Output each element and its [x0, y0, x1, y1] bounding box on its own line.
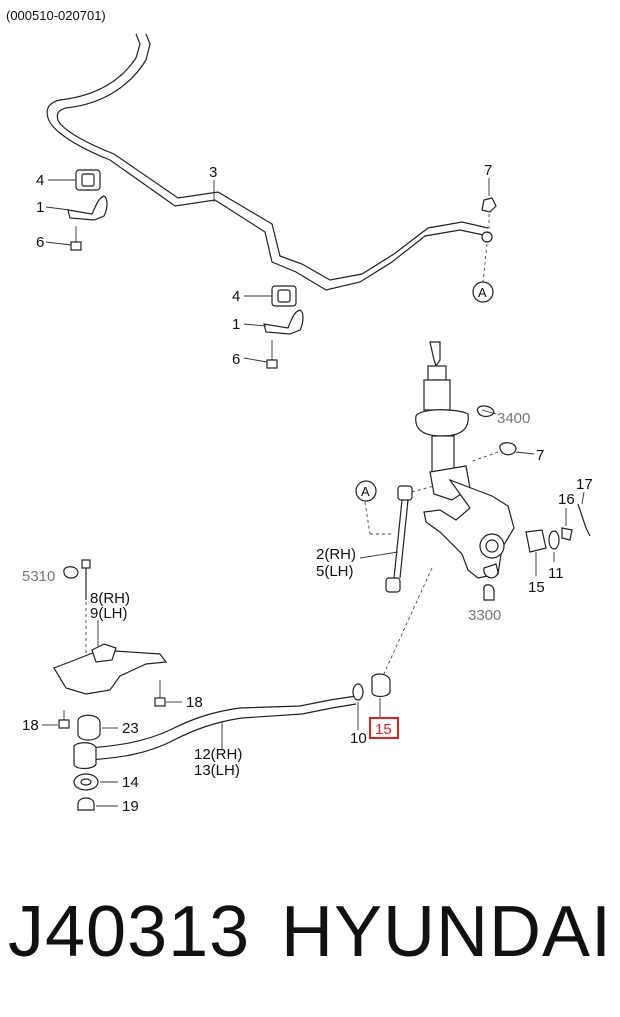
label-14: 14	[122, 774, 139, 791]
label-4-middle: 4	[232, 288, 240, 305]
label-9-lh: 9(LH)	[90, 605, 128, 622]
bracket-middle	[263, 309, 304, 335]
bolt-18-right	[154, 680, 182, 707]
label-17: 17	[576, 476, 593, 493]
label-18-right: 18	[186, 694, 203, 711]
label-11: 11	[548, 565, 564, 582]
bushing-14	[73, 773, 118, 791]
nut-upper	[481, 178, 497, 283]
label-18-left: 18	[22, 717, 39, 734]
highlight-box	[369, 717, 399, 739]
bushing-15	[371, 673, 391, 718]
bolt-middle	[266, 340, 278, 369]
label-3400: 3400	[497, 410, 530, 427]
label-7-lower: 7	[536, 447, 544, 464]
bolt-18-left	[42, 710, 70, 729]
svg-text:A: A	[478, 285, 487, 300]
strut-bar	[73, 695, 357, 770]
label-4-upper: 4	[36, 172, 44, 189]
reference-a-middle: A	[355, 480, 377, 502]
nut-16	[561, 508, 573, 541]
cotter-pin-17	[577, 491, 591, 537]
stabilizer-bar	[46, 33, 493, 291]
label-6-upper: 6	[36, 234, 44, 251]
label-5-lh: 5(LH)	[316, 563, 354, 580]
nut-lower	[469, 442, 535, 463]
label-3: 3	[209, 164, 217, 181]
stabilizer-link	[385, 485, 413, 593]
label-10: 10	[350, 730, 367, 747]
label-5310: 5310	[22, 568, 55, 585]
label-1-upper: 1	[36, 199, 44, 216]
label-6-middle: 6	[232, 351, 240, 368]
footer-caption: J40313 HYUNDAI	[8, 882, 612, 982]
label-15-highlighted: 15	[375, 721, 392, 738]
bushing-middle	[271, 285, 297, 307]
label-12-rh: 12(RH)	[194, 746, 242, 763]
header-code: (000510-020701)	[6, 8, 106, 23]
washer-10	[352, 683, 364, 730]
label-3300: 3300	[468, 607, 501, 624]
reference-a-upper: A	[472, 281, 494, 303]
label-19: 19	[122, 798, 139, 815]
strut-assembly	[415, 341, 471, 501]
label-8-rh: 8(RH)	[90, 590, 130, 607]
bushing-upper	[75, 169, 101, 191]
part-number: J40313	[8, 892, 251, 972]
crossmember-bracket	[53, 620, 168, 695]
label-13-lh: 13(LH)	[194, 762, 240, 779]
label-16: 16	[558, 491, 575, 508]
label-2-rh: 2(RH)	[316, 546, 356, 563]
washer-11	[548, 530, 560, 562]
brand-name: HYUNDAI	[280, 892, 612, 972]
svg-text:A: A	[361, 484, 370, 499]
bracket-upper	[67, 195, 108, 221]
bolt-upper	[70, 226, 82, 251]
nut-19	[77, 797, 118, 811]
bolt-5310	[63, 559, 91, 600]
label-7-upper: 7	[484, 162, 492, 179]
label-15-right: 15	[528, 579, 545, 596]
label-1-middle: 1	[232, 316, 240, 333]
bushing-23	[77, 714, 118, 741]
bushing-15-right	[525, 529, 547, 576]
label-23: 23	[122, 720, 139, 737]
steering-knuckle	[423, 478, 515, 579]
